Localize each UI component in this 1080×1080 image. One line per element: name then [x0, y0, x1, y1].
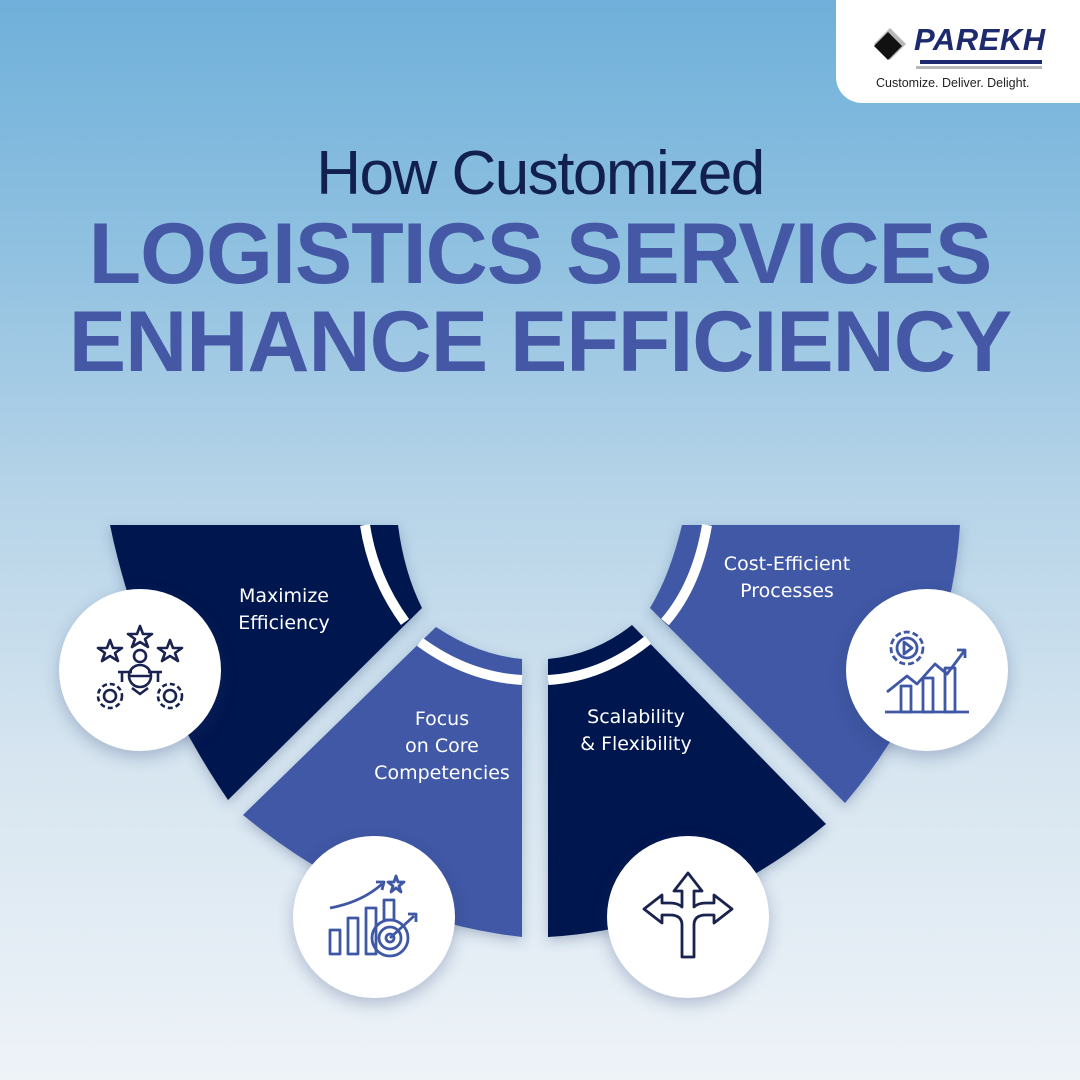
headline: How Customized LOGISTICS SERVICES ENHANC…: [0, 138, 1080, 386]
segment-label-focus: Focus on Core Competencies: [372, 706, 512, 787]
gear-growth-chart-icon: [885, 630, 969, 714]
icon-circle-maximize: [59, 589, 221, 751]
segment-label-scalability: Scalability & Flexibility: [562, 704, 710, 758]
label-line: Processes: [740, 580, 834, 602]
icon-circle-scalability: [607, 836, 769, 998]
brand-name: PAREKH: [914, 22, 1046, 57]
label-line: Maximize: [238, 585, 329, 607]
label-line: Scalability: [587, 706, 685, 728]
segment-label-maximize: Maximize Efficiency: [222, 583, 346, 637]
growth-chart-target-icon: [328, 874, 418, 958]
label-line: & Flexibility: [580, 733, 692, 755]
icon-circle-cost: [846, 589, 1008, 751]
label-line: Focus: [414, 708, 470, 730]
headline-line-3: ENHANCE EFFICIENCY: [68, 294, 1012, 390]
headline-line-1: How Customized: [316, 139, 765, 208]
icon-circle-focus: [293, 836, 455, 998]
logo-underline-grey: [916, 66, 1042, 69]
label-line: Cost-Efficient: [723, 553, 851, 575]
logo-underline-dark: [920, 60, 1042, 64]
label-line: Competencies: [374, 762, 510, 784]
diamond-logo-icon: [874, 28, 906, 60]
brand-logo-card: PAREKH Customize. Deliver. Delight.: [836, 0, 1080, 103]
stars-team-gears-icon: [96, 624, 184, 710]
label-line: Efficiency: [238, 612, 330, 634]
headline-line-2: LOGISTICS SERVICES: [88, 206, 993, 302]
segment-focus-core: [243, 627, 523, 937]
label-line: on Core: [405, 735, 479, 757]
segment-scalability: [547, 625, 826, 937]
branching-arrows-icon: [642, 871, 734, 959]
brand-tagline: Customize. Deliver. Delight.: [876, 76, 1030, 90]
segment-label-cost: Cost-Efficient Processes: [712, 551, 862, 605]
